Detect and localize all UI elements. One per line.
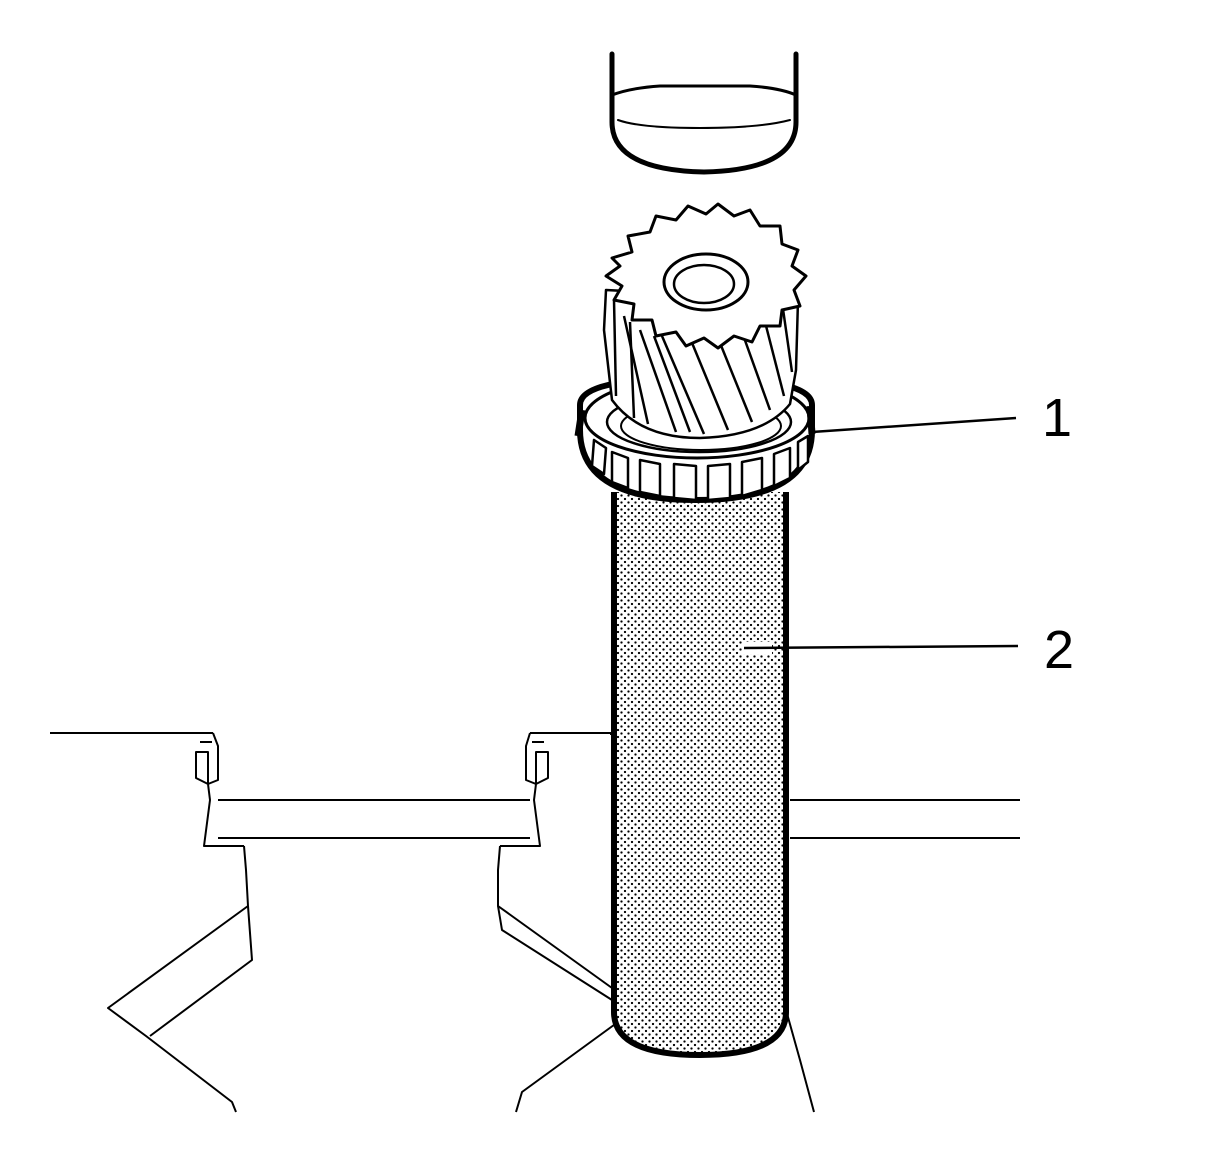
pinion-shaft bbox=[610, 492, 789, 1058]
callout-2: 2 bbox=[742, 620, 1074, 680]
callout-2-leader bbox=[743, 644, 1019, 650]
callout-1: 1 bbox=[811, 388, 1072, 448]
callout-1-label: 1 bbox=[1042, 388, 1072, 448]
callout-1-leader bbox=[811, 416, 1017, 434]
housing bbox=[50, 732, 1020, 1113]
callout-2-label: 2 bbox=[1044, 620, 1074, 680]
installer-tool bbox=[609, 51, 799, 175]
pinion-gear bbox=[602, 202, 808, 440]
